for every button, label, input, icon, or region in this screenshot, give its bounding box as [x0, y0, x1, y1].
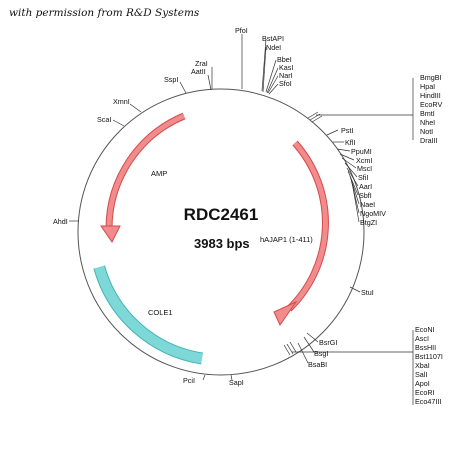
- site-pfol: PfoI: [235, 26, 248, 35]
- cole1-origin-arc-fill: [94, 265, 203, 364]
- site-naei: NaeI: [360, 200, 375, 209]
- site-sfoi: SfoI: [279, 79, 292, 88]
- mcs-bottom-item: AscI: [415, 334, 429, 343]
- mcs-top-item: NotI: [420, 127, 433, 136]
- leader-sapi: [230, 374, 233, 381]
- leader-ndei: [262, 46, 267, 93]
- mcs-bottom-item: ApoI: [415, 379, 430, 388]
- leader-btgzi: [351, 181, 360, 223]
- leader-msci: [341, 157, 357, 169]
- site-sapi: SapI: [229, 378, 244, 387]
- mcs-bottom-item: XbaI: [415, 361, 430, 370]
- leader-aatii: [207, 74, 212, 91]
- mcs-top-item: BmgBI: [420, 73, 442, 82]
- mcs-bottom-ticks: [283, 344, 291, 356]
- plasmid-backbone: [77, 88, 365, 376]
- site-bsrgi: BsrGI: [319, 338, 337, 347]
- mcs-top-item: BmtI: [420, 109, 435, 118]
- site-leader-lines: [69, 34, 414, 405]
- site-sfii: SfiI: [358, 173, 368, 182]
- site-aatii: AatII: [191, 67, 206, 76]
- leader-sfoi: [268, 83, 279, 95]
- site-bbei: BbeI: [277, 55, 292, 64]
- mcs-top-item: EcoRV: [420, 100, 442, 109]
- site-ppumi: PpuMI: [351, 147, 372, 156]
- amp-label: AMP: [151, 169, 167, 178]
- mcs-bottom-list: EcoNI AscI BssHII Bst1107I XbaI SalI Apo…: [415, 325, 443, 406]
- site-kfli: KflI: [345, 138, 355, 147]
- leader-psti: [326, 129, 339, 136]
- mcs-top-ticks-3: [311, 115, 323, 123]
- mcs-top-item: DraIII: [420, 136, 438, 145]
- plasmid-name: RDC2461: [184, 205, 259, 224]
- mcs-bottom-item: EcoRI: [415, 388, 435, 397]
- leader-sspi: [179, 81, 187, 94]
- site-bstapi: BstAPI: [262, 34, 284, 43]
- leader-bsabi: [297, 342, 309, 364]
- leader-sbfi: [347, 170, 359, 196]
- mcs-top-item: HindIII: [420, 91, 441, 100]
- leader-pcii: [202, 374, 206, 381]
- site-aari: AarI: [359, 182, 372, 191]
- orf-arrow-head: [273, 300, 298, 327]
- site-btgzi: BtgZI: [360, 218, 377, 227]
- site-bsabi: BsaBI: [308, 360, 327, 369]
- leader-stui: [349, 286, 361, 293]
- site-kasi: KasI: [279, 63, 293, 72]
- leader-ppumi: [336, 148, 351, 152]
- site-sspi: SspI: [164, 75, 178, 84]
- leader-xcmi: [339, 153, 355, 161]
- permission-credit: with permission from R&D Systems: [9, 7, 200, 19]
- mcs-top-list: BmgBI HpaI HindIII EcoRV BmtI NheI NotI …: [420, 73, 442, 145]
- mcs-bottom-item: EcoNI: [415, 325, 435, 334]
- mcs-bottom-ticks-3: [289, 341, 297, 353]
- leader-kasi: [266, 67, 279, 94]
- mcs-top-item: HpaI: [420, 82, 435, 91]
- site-psti: PstI: [341, 126, 353, 135]
- cole1-label: COLE1: [148, 308, 173, 317]
- leader-nari: [267, 75, 279, 94]
- site-ndei: NdeI: [266, 43, 281, 52]
- plasmid-size: 3983 bps: [194, 236, 250, 251]
- site-scai: ScaI: [97, 115, 111, 124]
- mcs-bottom-item: SalI: [415, 370, 427, 379]
- site-zrai: ZraI: [195, 59, 208, 68]
- leader-bsgi: [303, 336, 315, 353]
- site-bsgi: BsgI: [314, 349, 328, 358]
- mcs-bottom-item: Bst1107I: [415, 352, 443, 361]
- leader-xmni: [129, 103, 142, 113]
- mcs-bottom-item: Eco47III: [415, 397, 441, 406]
- site-msci: MscI: [357, 164, 372, 173]
- leader-bsrgi: [306, 332, 319, 343]
- mcs-top-item: NheI: [420, 118, 435, 127]
- site-sbfi: SbfI: [359, 191, 372, 200]
- leader-sfii: [344, 162, 358, 178]
- site-xmni: XmnI: [113, 97, 130, 106]
- site-ahdi: AhdI: [53, 217, 68, 226]
- leader-bstapi: [261, 38, 267, 92]
- leader-bbei: [265, 59, 277, 93]
- site-ngomiv: NgoMIV: [360, 209, 386, 218]
- mcs-bottom-item: BssHII: [415, 343, 436, 352]
- insert-label: hAJAP1 (1-411): [260, 235, 313, 244]
- leader-scai: [112, 119, 125, 127]
- orf-arrow-shaft-fill: [287, 141, 328, 311]
- amp-arrow-shaft-fill: [106, 113, 185, 229]
- amp-arrow-head: [100, 225, 121, 243]
- site-xcmi: XcmI: [356, 156, 372, 165]
- mcs-top-ticks: [307, 111, 319, 119]
- leader-aari: [346, 167, 359, 187]
- site-nari: NarI: [279, 71, 293, 80]
- site-stui: StuI: [361, 288, 374, 297]
- site-pcii: PciI: [183, 376, 195, 385]
